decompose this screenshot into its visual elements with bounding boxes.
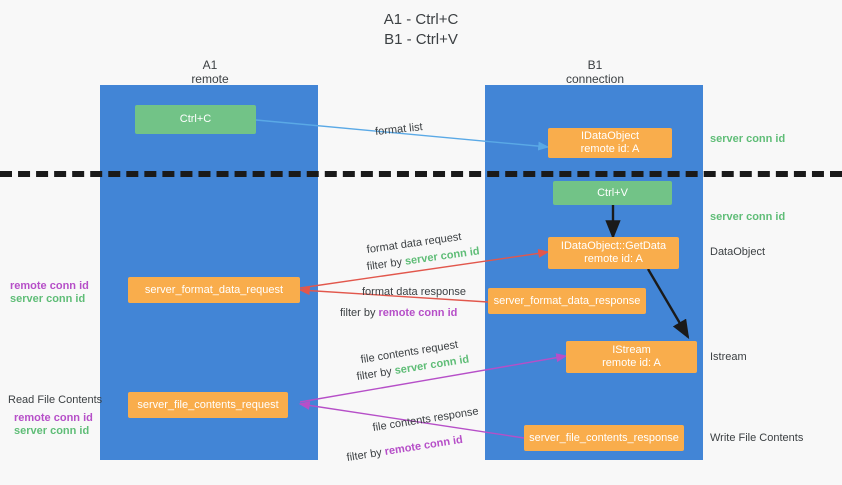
filter-value-remote-conn-id: remote conn id <box>383 433 464 458</box>
column-header-a1: A1 remote <box>130 58 290 86</box>
node-server-format-data-response[interactable]: server_format_data_response <box>488 288 646 314</box>
node-idataobject[interactable]: IDataObject remote id: A <box>548 128 672 158</box>
node-ctrl-v[interactable]: Ctrl+V <box>553 181 672 205</box>
diagram-title: A1 - Ctrl+C B1 - Ctrl+V <box>0 10 842 50</box>
edge-label-format-data-response: format data response <box>362 286 466 298</box>
filter-prefix: filter by <box>366 255 406 274</box>
label-dataobject: DataObject <box>710 246 766 258</box>
title-line-1: A1 - Ctrl+C <box>383 11 459 28</box>
label-server-conn-id-1: server conn id <box>10 293 86 305</box>
label-read-file-contents: Read File Contents <box>8 394 103 406</box>
label-remote-conn-id-2: remote conn id <box>14 412 93 424</box>
edge-label-format-list: format list <box>374 121 424 139</box>
phase-divider <box>0 171 842 177</box>
node-idataobject-label: IDataObject <box>580 130 640 142</box>
node-server-file-contents-response-label: server_file_contents_response <box>529 431 679 444</box>
column-header-a1-sub: remote <box>191 72 229 86</box>
column-header-b1-sub: connection <box>565 72 625 86</box>
node-idataobject-getdata[interactable]: IDataObject::GetData remote id: A <box>548 237 679 269</box>
node-ctrl-c[interactable]: Ctrl+C <box>135 105 256 134</box>
filter-value-remote-conn-id: remote conn id <box>378 307 458 319</box>
node-server-format-data-response-label: server_format_data_response <box>493 294 641 307</box>
node-server-file-contents-response[interactable]: server_file_contents_response <box>524 425 684 451</box>
node-idataobject-getdata-sub: remote id: A <box>584 253 643 265</box>
edge-label-file-contents-response: file contents response <box>371 405 480 435</box>
column-header-a1-name: A1 <box>202 58 218 72</box>
node-server-format-data-request[interactable]: server_format_data_request <box>128 277 300 303</box>
edge-label-file-contents-response-filter: filter by remote conn id <box>346 433 464 466</box>
node-server-file-contents-request-label: server_file_contents_request <box>137 398 279 411</box>
label-server-conn-id-top: server conn id <box>710 133 786 145</box>
filter-prefix: filter by <box>345 446 386 465</box>
node-istream-label: IStream <box>612 344 651 356</box>
node-server-file-contents-request[interactable]: server_file_contents_request <box>128 392 288 418</box>
node-server-format-data-request-label: server_format_data_request <box>144 283 284 296</box>
label-write-file-contents: Write File Contents <box>710 432 804 444</box>
title-line-2: B1 - Ctrl+V <box>384 31 458 48</box>
column-header-b1: B1 connection <box>515 58 675 86</box>
node-idataobject-sub: remote id: A <box>580 143 640 155</box>
node-ctrl-v-label: Ctrl+V <box>597 186 628 199</box>
node-istream[interactable]: IStream remote id: A <box>566 341 697 373</box>
label-server-conn-id-mid: server conn id <box>710 211 786 223</box>
label-server-conn-id-2: server conn id <box>14 425 90 437</box>
column-header-b1-name: B1 <box>587 58 603 72</box>
filter-prefix: filter by <box>340 307 379 319</box>
label-remote-conn-id-1: remote conn id <box>10 280 89 292</box>
label-istream: Istream <box>710 351 747 363</box>
node-idataobject-getdata-label: IDataObject::GetData <box>560 240 667 252</box>
node-ctrl-c-label: Ctrl+C <box>179 113 212 125</box>
node-istream-sub: remote id: A <box>602 357 661 369</box>
edge-label-format-data-response-filter: filter by remote conn id <box>340 306 457 321</box>
